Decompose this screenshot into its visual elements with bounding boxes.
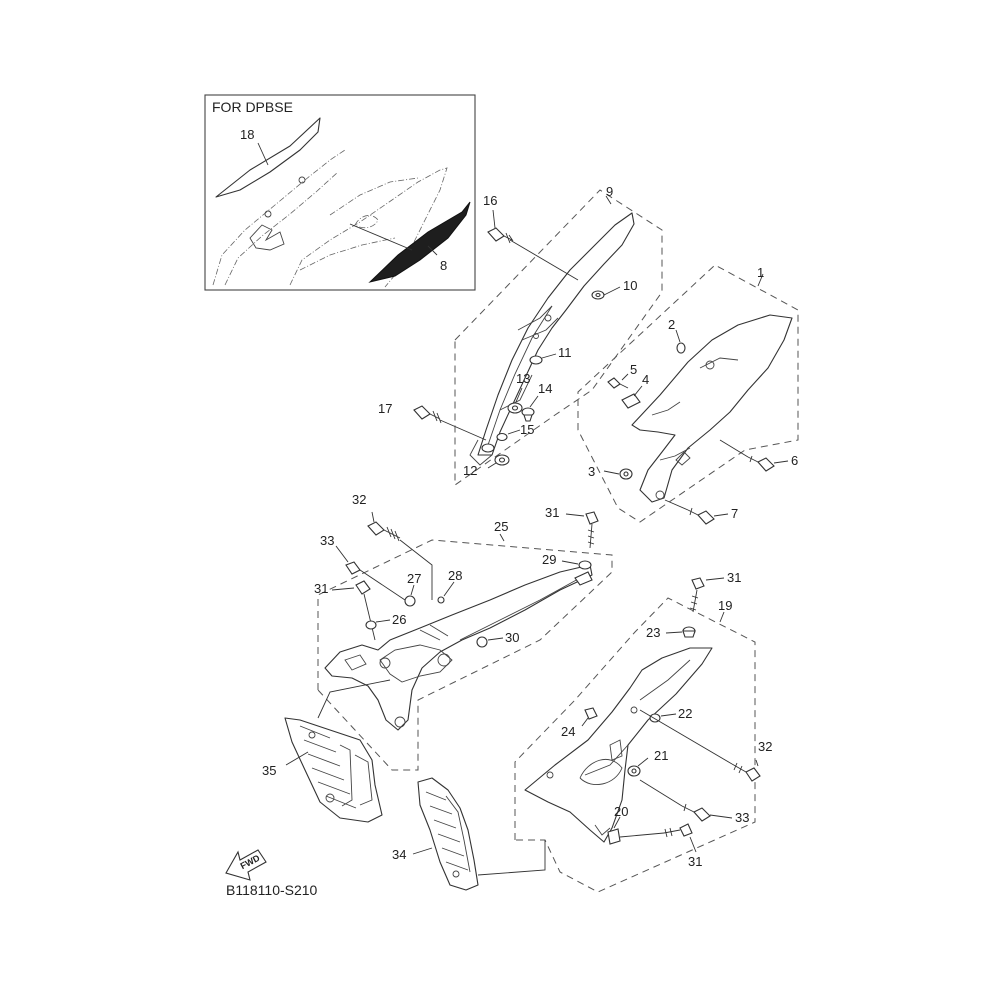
part-34-radiator-guard xyxy=(417,777,479,891)
callout-25: 25 xyxy=(494,519,508,534)
nut-29 xyxy=(574,560,593,586)
clip-4 xyxy=(621,393,641,409)
callout-13: 13 xyxy=(516,371,530,386)
callout-15: 15 xyxy=(520,422,534,437)
callout-32-top: 32 xyxy=(352,492,366,507)
washer-26 xyxy=(365,620,377,630)
fwd-arrow-icon: FWD xyxy=(225,849,267,881)
collar-27 xyxy=(404,595,416,607)
decal-18 xyxy=(215,117,321,198)
collar-21 xyxy=(627,765,641,777)
nut-24 xyxy=(584,707,598,720)
callout-30: 30 xyxy=(505,630,519,645)
callout-16: 16 xyxy=(483,193,497,208)
callout-10: 10 xyxy=(623,278,637,293)
part-35-radiator-guard xyxy=(284,717,383,823)
callout-27: 27 xyxy=(407,571,421,586)
bolt-32-right xyxy=(731,762,761,782)
group-1-boundary xyxy=(577,264,799,523)
callout-33-top: 33 xyxy=(320,533,334,548)
clip-20 xyxy=(607,828,621,845)
bolt-17 xyxy=(413,405,442,424)
grommet-2 xyxy=(676,342,686,354)
callout-2: 2 xyxy=(668,317,675,332)
bolt-32-top xyxy=(367,521,401,542)
bolt-31-right-top xyxy=(689,577,705,613)
decal-8 xyxy=(368,201,471,283)
callout-21: 21 xyxy=(654,748,668,763)
callout-8: 8 xyxy=(440,258,447,273)
rivet-14 xyxy=(521,407,535,422)
inset-box: FOR DPBSE xyxy=(204,94,476,291)
bolt-6 xyxy=(747,455,775,472)
bolt-7 xyxy=(687,507,715,525)
callout-24: 24 xyxy=(561,724,575,739)
callout-32-right: 32 xyxy=(758,739,772,754)
grommet-28 xyxy=(437,596,445,604)
part-25-bracket xyxy=(324,564,593,731)
part-19-lower-shroud xyxy=(524,647,713,843)
grommet-15 xyxy=(496,432,508,442)
callout-6: 6 xyxy=(791,453,798,468)
callout-18: 18 xyxy=(240,127,254,142)
bolt-33-right xyxy=(681,803,711,822)
callout-17: 17 xyxy=(378,401,392,416)
callout-33-right: 33 xyxy=(735,810,749,825)
collar-33-top xyxy=(345,561,361,575)
bolt-31-left xyxy=(355,580,371,595)
callout-31-left: 31 xyxy=(314,581,328,596)
grommet-10 xyxy=(591,290,605,300)
callout-5: 5 xyxy=(630,362,637,377)
callout-11: 11 xyxy=(558,345,572,360)
callout-4: 4 xyxy=(642,372,649,387)
group-9-boundary xyxy=(454,189,663,486)
bolt-16 xyxy=(487,227,514,244)
callout-1: 1 xyxy=(757,265,764,280)
grommet-11 xyxy=(529,355,543,365)
grommet-3 xyxy=(619,468,633,480)
callout-23: 23 xyxy=(646,625,660,640)
callout-31-right-top: 31 xyxy=(727,570,741,585)
callout-29: 29 xyxy=(542,552,556,567)
callout-26: 26 xyxy=(392,612,406,627)
callout-22: 22 xyxy=(678,706,692,721)
group-25-boundary xyxy=(317,539,613,771)
washer-12 xyxy=(481,443,510,466)
inset-title: FOR DPBSE xyxy=(212,99,293,115)
callout-20: 20 xyxy=(614,804,628,819)
callout-31-right-bottom: 31 xyxy=(688,854,702,869)
callout-31-center: 31 xyxy=(545,505,559,520)
callout-9: 9 xyxy=(606,184,613,199)
part-1-side-cover xyxy=(631,314,793,503)
callout-19: 19 xyxy=(718,598,732,613)
callout-28: 28 xyxy=(448,568,462,583)
callout-3: 3 xyxy=(588,464,595,479)
bolt-31-right-bottom xyxy=(663,823,693,838)
callout-35: 35 xyxy=(262,763,276,778)
callout-12: 12 xyxy=(463,463,477,478)
part-9-panel xyxy=(469,212,635,466)
callout-34: 34 xyxy=(392,847,406,862)
collar-13 xyxy=(507,402,523,414)
callout-14: 14 xyxy=(538,381,552,396)
grommet-30 xyxy=(476,636,488,648)
grommet-23 xyxy=(682,626,696,638)
diagram-code: B118110-S210 xyxy=(226,882,318,898)
group-19-boundary xyxy=(514,597,756,893)
callout-7: 7 xyxy=(731,506,738,521)
screw-5 xyxy=(607,377,629,389)
bolt-31-center xyxy=(585,511,599,549)
